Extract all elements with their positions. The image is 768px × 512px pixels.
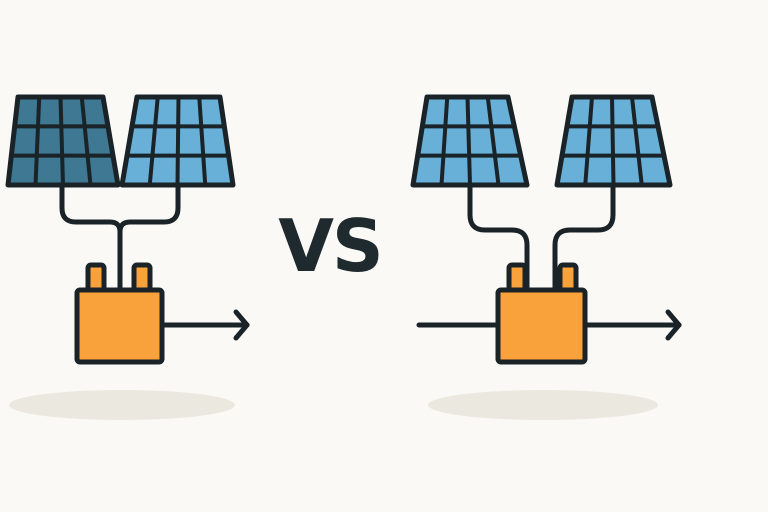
- panel-grid-line: [583, 95, 594, 187]
- arrow-head-icon: [665, 309, 682, 341]
- solar-panel-left-1: [5, 94, 121, 188]
- panel-grid-line: [485, 95, 501, 187]
- arrow-head-icon: [233, 309, 250, 341]
- panel-grid-line: [465, 95, 472, 187]
- solar-panel-left-2: [119, 94, 236, 188]
- output-arrow-left: [159, 309, 250, 341]
- panel-grid-line: [79, 95, 93, 187]
- panel-grid-line: [439, 95, 450, 187]
- inverter-box: [495, 287, 588, 365]
- wire-left-b: [117, 182, 181, 235]
- panel-grid-line: [610, 95, 616, 187]
- panel-grid-line: [175, 95, 181, 187]
- wire-right-b: [552, 182, 616, 295]
- ground-shadow-right: [428, 390, 658, 420]
- inverter-box: [74, 287, 165, 365]
- output-arrow-right: [582, 309, 682, 341]
- panel-grid-line: [33, 95, 42, 187]
- wire-right-a: [467, 182, 530, 295]
- dual-input-inverter: [495, 262, 588, 365]
- vs-label: VS: [278, 204, 384, 288]
- solar-panel-right-2: [554, 94, 673, 188]
- panel-grid-line: [58, 95, 65, 187]
- panel-grid-line: [197, 95, 208, 187]
- panel-grid-line: [630, 95, 644, 187]
- central-inverter: [74, 262, 165, 365]
- panel-grid-line: [147, 95, 160, 187]
- solar-panel-right-1: [410, 94, 530, 188]
- ground-shadow-left: [9, 390, 235, 420]
